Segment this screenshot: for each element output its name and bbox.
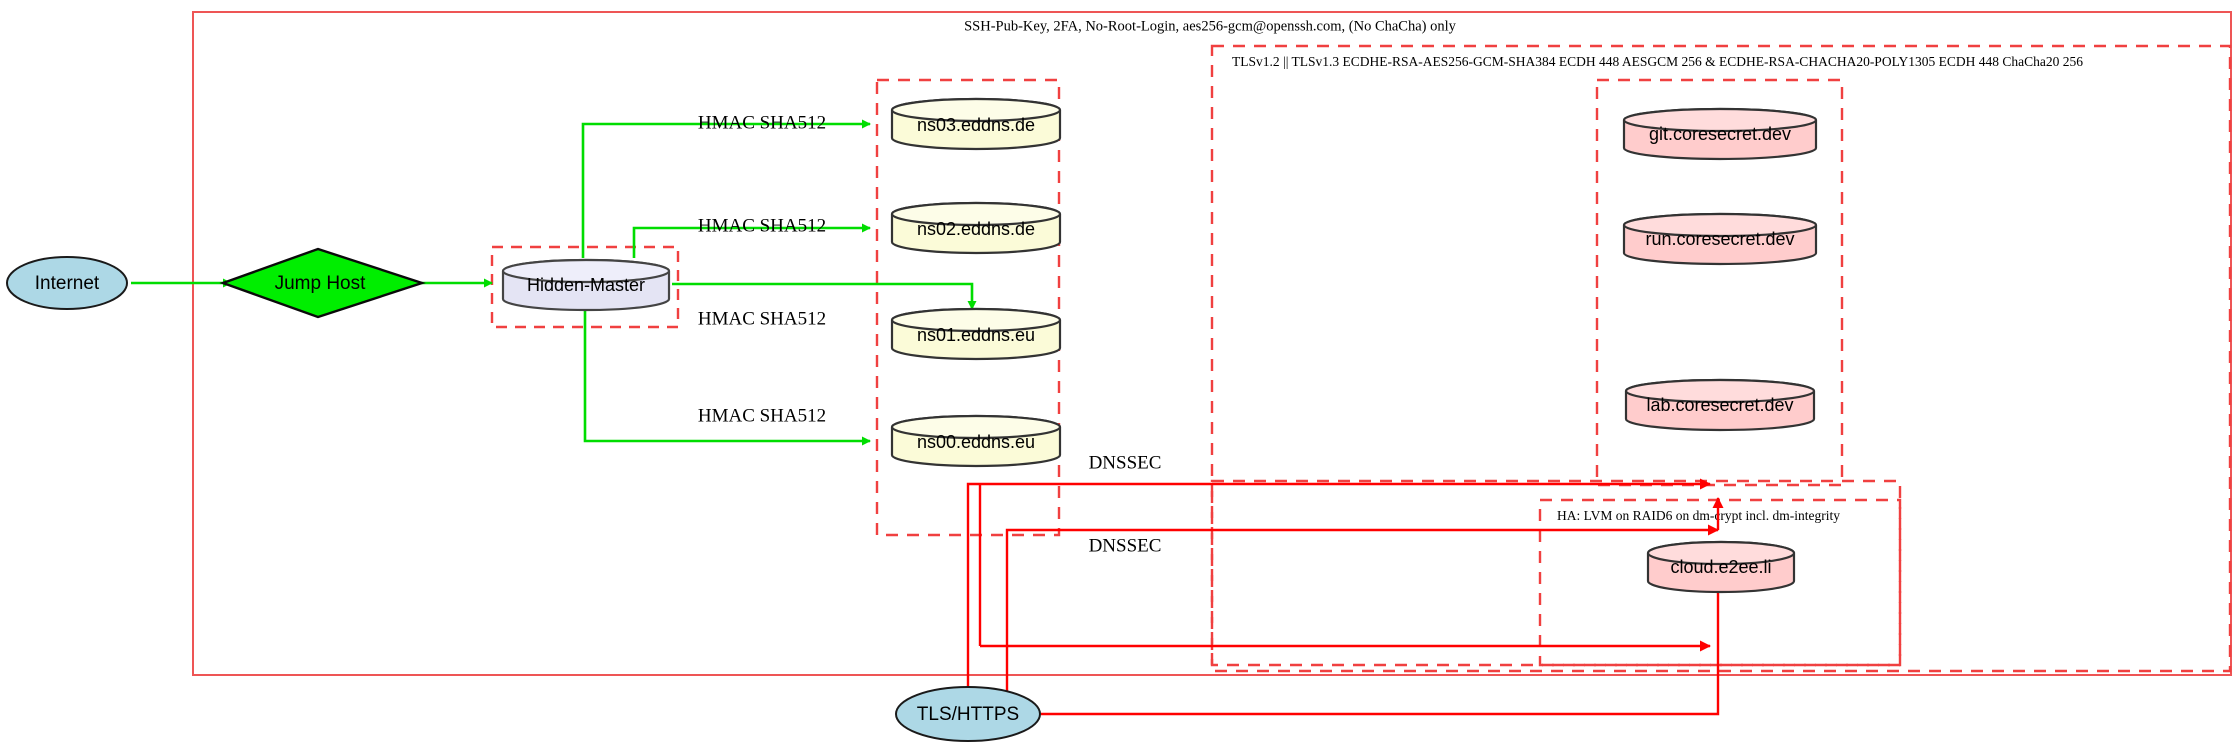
edge-tls-coresecret	[966, 478, 1711, 714]
cloud-zone-boundary	[1210, 479, 1902, 667]
node-internet[interactable]: Internet	[6, 256, 128, 310]
node-lab-coresecret-label: lab.coresecret.dev	[1646, 395, 1793, 415]
node-hidden-master-label: Hidden-Master	[527, 275, 645, 295]
node-ns03-label: ns03.eddns.de	[917, 115, 1035, 135]
node-cloud-e2ee-label: cloud.e2ee.li	[1670, 557, 1771, 577]
node-ns02[interactable]: ns02.eddns.de	[890, 201, 1062, 255]
edge-tls-cloud-upper	[1005, 524, 1719, 700]
edge-tls-cloud-right	[1041, 648, 1720, 716]
node-git-coresecret[interactable]: git.coresecret.dev	[1622, 107, 1818, 161]
edge-label-hmac-3: HMAC SHA512	[698, 308, 826, 329]
node-jump-host-label: Jump Host	[275, 273, 367, 294]
edge-label-dnssec-2: DNSSEC	[1089, 535, 1162, 556]
node-cloud-e2ee[interactable]: cloud.e2ee.li	[1646, 540, 1796, 594]
edge-label-dnssec-1: DNSSEC	[1089, 452, 1162, 473]
coresecret-zone-boundary	[1595, 78, 1844, 487]
ha-boundary-label: HA: LVM on RAID6 on dm-crypt incl. dm-in…	[1557, 508, 1840, 523]
edge-hiddenmaster-ns01	[672, 282, 977, 310]
node-tls-https-label: TLS/HTTPS	[917, 704, 1019, 725]
node-ns01[interactable]: ns01.eddns.eu	[890, 307, 1062, 361]
node-run-coresecret[interactable]: run.coresecret.dev	[1622, 212, 1818, 266]
edge-hiddenmaster-ns02	[632, 223, 871, 258]
tls-boundary-label: TLSv1.2 || TLSv1.3 ECDHE-RSA-AES256-GCM-…	[1232, 54, 2083, 69]
node-tls-https[interactable]: TLS/HTTPS	[895, 686, 1041, 742]
tls-boundary	[1210, 44, 2232, 673]
node-ns01-label: ns01.eddns.eu	[917, 325, 1035, 345]
edge-hiddenmaster-ns03	[581, 119, 871, 258]
node-ns00-label: ns00.eddns.eu	[917, 432, 1035, 452]
node-jump-host[interactable]: Jump Host	[219, 247, 426, 319]
node-lab-coresecret[interactable]: lab.coresecret.dev	[1624, 378, 1816, 432]
node-internet-label: Internet	[35, 273, 100, 294]
node-run-coresecret-label: run.coresecret.dev	[1645, 229, 1794, 249]
ns-zone-boundary	[875, 78, 1061, 537]
edge-hiddenmaster-ns00	[583, 310, 871, 446]
node-ns03[interactable]: ns03.eddns.de	[890, 97, 1062, 151]
ssh-boundary	[192, 11, 2232, 676]
node-git-coresecret-label: git.coresecret.dev	[1649, 124, 1791, 144]
edge-label-hmac-1: HMAC SHA512	[698, 112, 826, 133]
node-ns02-label: ns02.eddns.de	[917, 219, 1035, 239]
edge-label-hmac-4: HMAC SHA512	[698, 405, 826, 426]
edge-label-hmac-2: HMAC SHA512	[698, 215, 826, 236]
node-hidden-master[interactable]: Hidden-Master	[501, 258, 671, 312]
node-ns00[interactable]: ns00.eddns.eu	[890, 414, 1062, 468]
ssh-boundary-label: SSH-Pub-Key, 2FA, No-Root-Login, aes256-…	[964, 18, 1457, 34]
